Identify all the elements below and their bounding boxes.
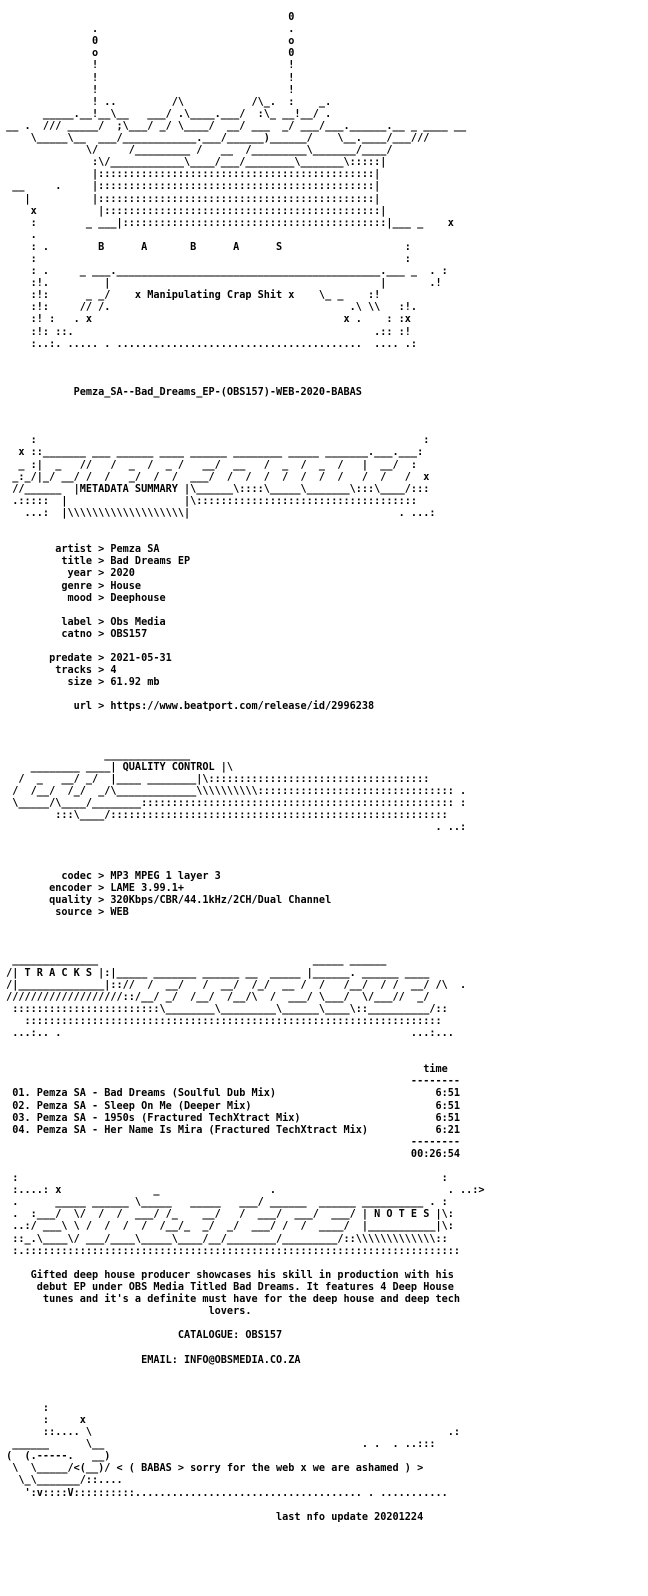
nfo-line: ::::::::::::::::::::::::\________\______…	[0, 1003, 448, 1015]
nfo-line: 02. Pemza SA - Sleep On Me (Deeper Mix) …	[0, 1100, 461, 1112]
nfo-line: \_____\__ ___/____________.___/______)__…	[0, 133, 436, 145]
nfo-line: artist > Pemza SA	[0, 544, 160, 556]
nfo-line: ______________	[0, 749, 191, 761]
nfo-line: \/ /_________ / __ /_________\_______/__…	[0, 145, 393, 157]
nfo-line: Gifted deep house producer showcases his…	[0, 1269, 454, 1281]
nfo-line: source > WEB	[0, 907, 129, 919]
nfo-line: . ..:	[0, 822, 467, 834]
nfo-line: __ . |::::::::::::::::::::::::::::::::::…	[0, 181, 381, 193]
nfo-line: ///////////////////::/__/ _/ /__/ /__/\ …	[0, 991, 430, 1003]
nfo-line: : :	[0, 253, 411, 265]
nfo-line: .	[0, 229, 405, 241]
nfo-line: o 0	[0, 48, 295, 60]
nfo-line: 01. Pemza SA - Bad Dreams (Soulful Dub M…	[0, 1088, 461, 1100]
nfo-line: 0	[0, 12, 295, 24]
nfo-line: ________ ____| QUALITY CONTROL |\	[0, 761, 234, 773]
nfo-line: \_____/\____/________:::::::::::::::::::…	[0, 798, 467, 810]
nfo-line: : :	[0, 1173, 448, 1185]
nfo-line: :!: _ _/ x Manipulating Crap Shit x \_ _…	[0, 290, 381, 302]
nfo-line: /|______________|::// / __/ / __/ /_/ __…	[0, 979, 467, 991]
nfo-line: \_\_______/::....	[0, 1475, 123, 1487]
nfo-line: . .	[0, 24, 295, 36]
nfo-line: ______ \__ . . . ..:::	[0, 1439, 436, 1451]
nfo-line: ! .. /\ /\_. : _.	[0, 96, 332, 108]
nfo-line: predate > 2021-05-31	[0, 653, 172, 665]
nfo-line: _ :| _ // / _ / _ / __/ __ / _ / _ / | _…	[0, 459, 418, 471]
nfo-line: 00:26:54	[0, 1148, 461, 1160]
nfo-line: catno > OBS157	[0, 628, 148, 640]
nfo-line	[0, 0, 294, 11]
nfo-line: label > Obs Media	[0, 616, 166, 628]
nfo-line: :.::::::::::::::::::::::::::::::::::::::…	[0, 1245, 461, 1257]
nfo-line: mood > Deephouse	[0, 592, 166, 604]
nfo-line: :....: x _ . . ..:>	[0, 1185, 485, 1197]
nfo-line: year > 2020	[0, 568, 135, 580]
nfo-line: _____.__!__\__ ___/ .\____.___/ :\_ __!_…	[0, 108, 332, 120]
nfo-line: x |:::::::::::::::::::::::::::::::::::::…	[0, 205, 387, 217]
nfo-line: --------	[0, 1076, 461, 1088]
nfo-line: : _ ___|::::::::::::::::::::::::::::::::…	[0, 217, 454, 229]
nfo-line: :..:. ..... . ..........................…	[0, 338, 418, 350]
nfo-line: ::::::::::::::::::::::::::::::::::::::::…	[0, 1015, 442, 1027]
nfo-line: ::.... \ .:	[0, 1427, 461, 1439]
nfo-line: :!: // /. .\ \\ :!.	[0, 302, 418, 314]
nfo-line: _:_/|_/ __/ / / _/ / / ___/ / / / / / / …	[0, 471, 430, 483]
nfo-line: : :	[0, 435, 430, 447]
nfo-line: /| T R A C K S |:|_____ _______ ______ _…	[0, 967, 430, 979]
nfo-line: //______ |METADATA SUMMARY |\______\::::…	[0, 483, 430, 495]
nfo-line: 03. Pemza SA - 1950s (Fractured TechXtra…	[0, 1112, 461, 1124]
nfo-line: codec > MP3 MPEG 1 layer 3	[0, 870, 221, 882]
nfo-line: :! : . x x . : :x	[0, 314, 411, 326]
nfo-line: :::\____/:::::::::::::::::::::::::::::::…	[0, 810, 448, 822]
nfo-line: ':v::::V::::::::::......................…	[0, 1487, 448, 1499]
nfo-line: --------	[0, 1136, 461, 1148]
nfo-line: genre > House	[0, 580, 142, 592]
nfo-line: tunes and it's a definite must have for …	[0, 1294, 461, 1306]
nfo-line: title > Bad Dreams EP	[0, 556, 191, 568]
nfo-line: :	[0, 1402, 50, 1414]
nfo-line: ..:/ ___\ \ / / / / /__/_ _/ _/ ___/ / /…	[0, 1221, 454, 1233]
nfo-line: quality > 320Kbps/CBR/44.1kHz/2CH/Dual C…	[0, 894, 332, 906]
nfo-line: encoder > LAME 3.99.1+	[0, 882, 185, 894]
nfo-line: :!: ::. .:: :!	[0, 326, 411, 338]
nfo-line: : . _ ___.______________________________…	[0, 266, 448, 278]
nfo-line: time	[0, 1064, 448, 1076]
nfo-line: lovers.	[0, 1306, 252, 1318]
nfo-line: \ \_____/<(__)/ < ( BABAS > sorry for th…	[0, 1463, 424, 1475]
nfo-line: . :___/ \/ / / ___/ /_ __/ / ___/ ___/ _…	[0, 1209, 454, 1221]
nfo-line: . _____ ______ \_____ _____ ___/ ______ …	[0, 1197, 448, 1209]
nfo-line: : x	[0, 1414, 86, 1426]
nfo-line: 0 o	[0, 36, 295, 48]
nfo-line: 04. Pemza SA - Her Name Is Mira (Fractur…	[0, 1124, 461, 1136]
nfo-line: ( (.-----. __)	[0, 1451, 111, 1463]
nfo-line: Pemza_SA--Bad_Dreams_EP-(OBS157)-WEB-202…	[0, 387, 362, 398]
nfo-line: ! !	[0, 84, 295, 96]
nfo-line: ______________ _____ ______	[0, 955, 387, 967]
nfo-line: tracks > 4	[0, 665, 117, 677]
nfo-line: ...:.. . ...:...	[0, 1027, 454, 1039]
nfo-line: ::_.\____\/ ___/____\_____\____/__/_____…	[0, 1233, 448, 1245]
nfo-line: x ::_______ ___ ______ ____ ______ _____…	[0, 447, 424, 459]
nfo-line: size > 61.92 mb	[0, 677, 160, 689]
nfo-line: url > https://www.beatport.com/release/i…	[0, 701, 375, 713]
nfo-line: debut EP under OBS Media Titled Bad Drea…	[0, 1281, 454, 1293]
nfo-line: :\/____________\____/___/________\______…	[0, 157, 387, 169]
nfo-line: ...: |\\\\\\\\\\\\\\\\\\\| . ...:	[0, 507, 436, 519]
nfo-line: EMAIL: INFO@OBSMEDIA.CO.ZA	[0, 1354, 301, 1366]
nfo-line: / _ __/ _/ |____ ________|\:::::::::::::…	[0, 774, 430, 785]
nfo-line: / /__/ /_/ _/\_____________\\\\\\\\\\:::…	[0, 786, 467, 798]
nfo-line: :!. | | .!	[0, 278, 442, 290]
nfo-line: CATALOGUE: OBS157	[0, 1330, 283, 1342]
nfo-line: .::::: | |\:::::::::::::::::::::::::::::…	[0, 495, 418, 507]
nfo-line: __ . /// _____/ ;\___/ _/ \____/ __/ ___…	[0, 120, 467, 132]
nfo-line: | |:::::::::::::::::::::::::::::::::::::…	[0, 193, 381, 205]
nfo-line: : . B A B A S :	[0, 241, 411, 253]
nfo-line: ! !	[0, 72, 295, 84]
nfo-line: last nfo update 20201224	[0, 1511, 424, 1523]
nfo-line: |:::::::::::::::::::::::::::::::::::::::…	[0, 169, 381, 181]
nfo-line: ! !	[0, 60, 295, 72]
